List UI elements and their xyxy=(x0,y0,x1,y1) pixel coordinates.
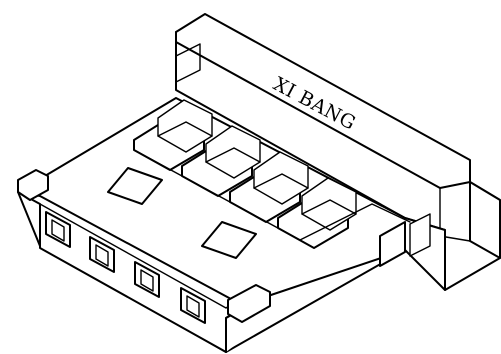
rear-wall-top-edge xyxy=(175,31,471,189)
pin-window xyxy=(89,236,115,273)
terminal-cavity xyxy=(277,177,357,249)
side-ribs xyxy=(379,213,431,267)
terminal-cavities xyxy=(133,99,411,249)
pin-window xyxy=(134,261,160,298)
rear-wall-inner-slot xyxy=(175,43,201,83)
pin-window xyxy=(45,211,71,248)
pin-window xyxy=(180,287,206,324)
latch-bumps xyxy=(107,167,257,259)
terminal-cavity xyxy=(133,99,213,171)
latch-bump xyxy=(107,167,163,205)
cavity-floor-rail xyxy=(133,149,411,241)
housing-left-end-tab xyxy=(17,169,49,201)
housing-right-end-tab xyxy=(227,284,271,323)
pin-window-row xyxy=(45,211,206,324)
latch-bump xyxy=(201,221,257,259)
terminal-cavity xyxy=(181,125,261,197)
rear-wall-right-face xyxy=(469,181,501,259)
terminal-cavity xyxy=(229,151,309,223)
